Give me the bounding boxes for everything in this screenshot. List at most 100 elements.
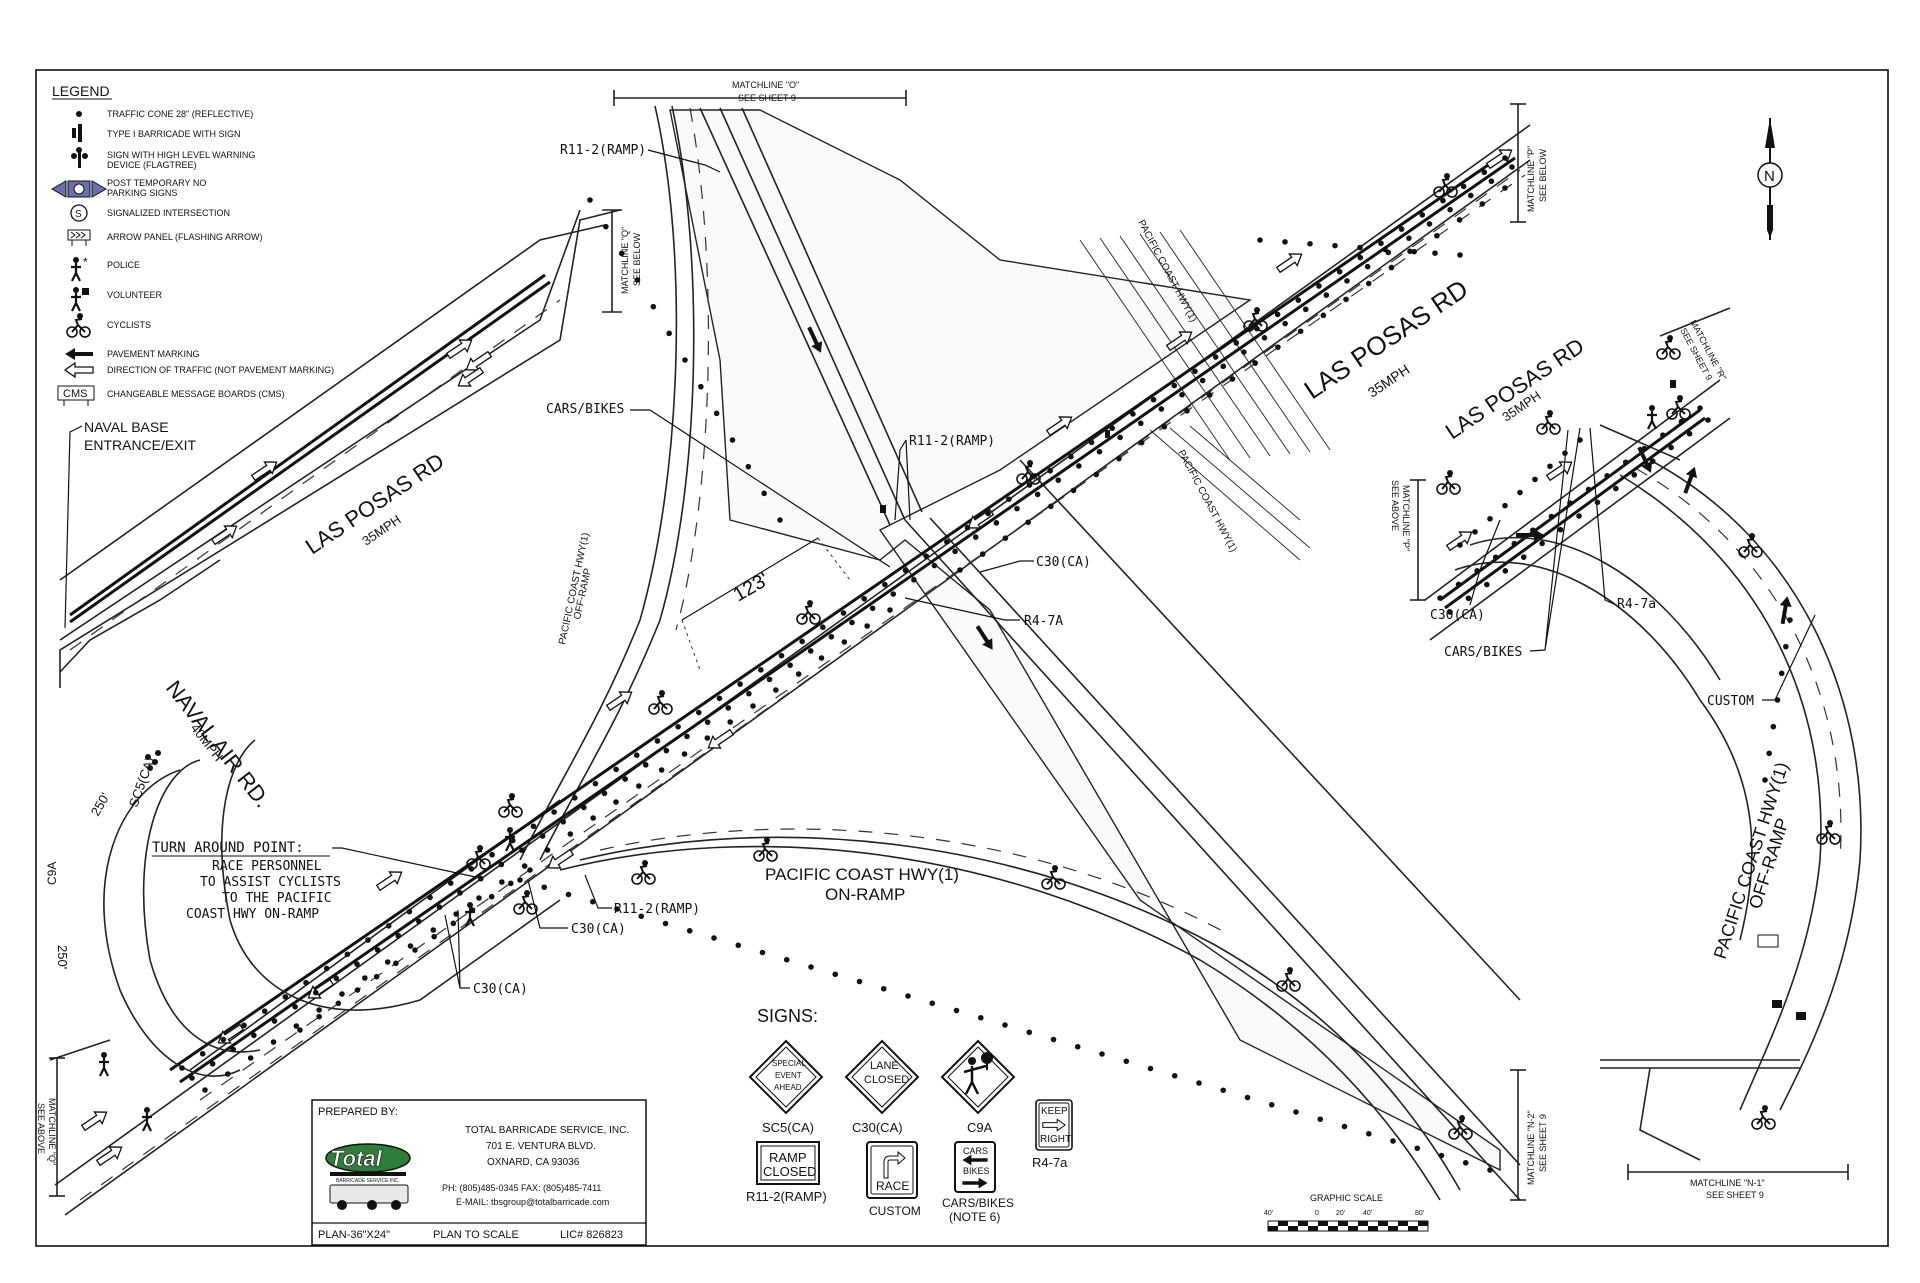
traffic-cone [1268,1101,1275,1108]
traffic-cone [758,667,764,673]
traffic-cone [384,959,391,965]
svg-text:POLICE: POLICE [107,260,140,270]
naval-base-label-2: ENTRANCE/EXIT [84,437,196,453]
traffic-cone [1530,527,1536,533]
traffic-cone [1474,568,1480,574]
traffic-cone [698,383,704,390]
traffic-cone [1697,405,1703,411]
pch-onramp-label-1: PACIFIC COAST HWY(1) [765,865,959,884]
traffic-cone [820,624,826,631]
company-logo: Total BARRICADE SERVICE INC. [325,1143,411,1210]
traffic-cone [642,762,649,768]
traffic-cone [1488,178,1495,185]
svg-text:TO ASSIST CYCLISTS: TO ASSIST CYCLISTS [200,875,341,890]
legend-title: LEGEND [52,83,110,99]
traffic-cone [634,277,641,283]
svg-text:ARROW PANEL (FLASHING ARROW): ARROW PANEL (FLASHING ARROW) [107,232,263,242]
scale-bar-block [1418,1221,1428,1226]
scale-bar-block [1318,1221,1328,1226]
pavement-marking-arrow-icon [65,348,93,360]
svg-text:C30(CA): C30(CA) [852,1120,903,1135]
traffic-cone [704,719,711,725]
svg-text:R11-2(RAMP): R11-2(RAMP) [746,1189,827,1204]
traffic-cone [270,1039,277,1045]
scale-bar-block [1338,1221,1348,1226]
traffic-cone [1411,248,1417,255]
traffic-cone [1158,406,1165,412]
matchline-p-inset: MATCHLINE "P" SEE ABOVE [1390,480,1411,551]
traffic-cone [1613,485,1619,492]
traffic-cone [431,933,437,940]
traffic-cone [1055,477,1062,483]
svg-text:TRAFFIC CONE 28" (REFLECTIVE): TRAFFIC CONE 28" (REFLECTIVE) [107,109,253,119]
traffic-cone [1220,363,1227,370]
svg-text:VOLUNTEER: VOLUNTEER [107,290,163,300]
traffic-cone [530,823,537,830]
traffic-cone [1068,453,1074,460]
traffic-cone [1406,235,1412,241]
traffic-direction-arrow-icon [64,362,94,378]
title-block: PREPARED BY: Total BARRICADE SERVICE INC… [311,1099,647,1246]
traffic-cone [1594,499,1601,506]
traffic-cone [972,534,979,540]
traffic-cone [1604,473,1610,479]
traffic-cone [977,1014,984,1021]
traffic-cone [1520,554,1527,560]
traffic-cone [271,1018,278,1024]
las-posas-main-speed: 35MPH [1365,361,1413,400]
traffic-cone [1440,197,1446,204]
traffic-cone [436,904,443,910]
traffic-cone [1390,1138,1396,1144]
scale-bar-block [1328,1226,1338,1231]
traffic-cone [1502,568,1509,574]
traffic-cone [1343,296,1349,303]
traffic-cone [695,709,702,716]
left-panel-las-posas: NAVAL BASE ENTRANCE/EXIT LAS POSAS RD 35… [59,209,642,688]
traffic-cone [807,648,814,654]
traffic-cone [1472,529,1478,535]
traffic-cone [1093,471,1100,478]
traffic-cone [335,1000,342,1007]
cyclist-icon [1656,334,1681,360]
traffic-cone [499,879,505,885]
traffic-cone [828,633,835,640]
scale-bar-block [1388,1226,1398,1231]
traffic-cone [1357,244,1363,251]
svg-text:POST TEMPORARY NO: POST TEMPORARY NO [107,178,206,188]
traffic-cone [581,804,587,811]
matchline-q-top-sub: SEE BELOW [632,232,642,286]
traffic-cone [1649,458,1656,464]
c30-bottom1-callout: C30(CA) [571,922,626,937]
traffic-cone [1341,1123,1348,1130]
police-icon [140,1105,154,1133]
turnaround-note: TURN AROUND POINT: RACE PERSONNEL TO ASS… [152,840,481,922]
traffic-cone [202,1087,208,1093]
c9a-callout: C9A [45,862,59,885]
traffic-cone [1244,1094,1251,1101]
traffic-cone [1171,1072,1178,1079]
traffic-cone [241,1022,247,1029]
traffic-cone [1261,335,1268,341]
traffic-cone [1137,420,1144,427]
traffic-cone [777,517,783,523]
custom-callout: CUSTOM [1707,694,1754,709]
traffic-cone [303,979,309,986]
traffic-cone [565,891,572,898]
traffic-cone [944,539,950,545]
svg-text:MATCHLINE "Q": MATCHLINE "Q" [47,1098,57,1165]
scale-bar-block [1268,1226,1278,1231]
svg-text:40': 40' [1264,1210,1273,1217]
traffic-cone [527,867,533,873]
traffic-cone [590,815,596,821]
traffic-cone [1274,311,1281,318]
traffic-cone [1438,1152,1445,1159]
traffic-cone [344,951,351,958]
traffic-cone [1096,448,1103,455]
traffic-cone [261,1008,268,1014]
traffic-cone [1161,423,1168,430]
dist-250-a: 250' [88,790,113,818]
traffic-cone [362,975,368,981]
traffic-cone [1447,206,1453,213]
traffic-cone [1026,482,1033,488]
